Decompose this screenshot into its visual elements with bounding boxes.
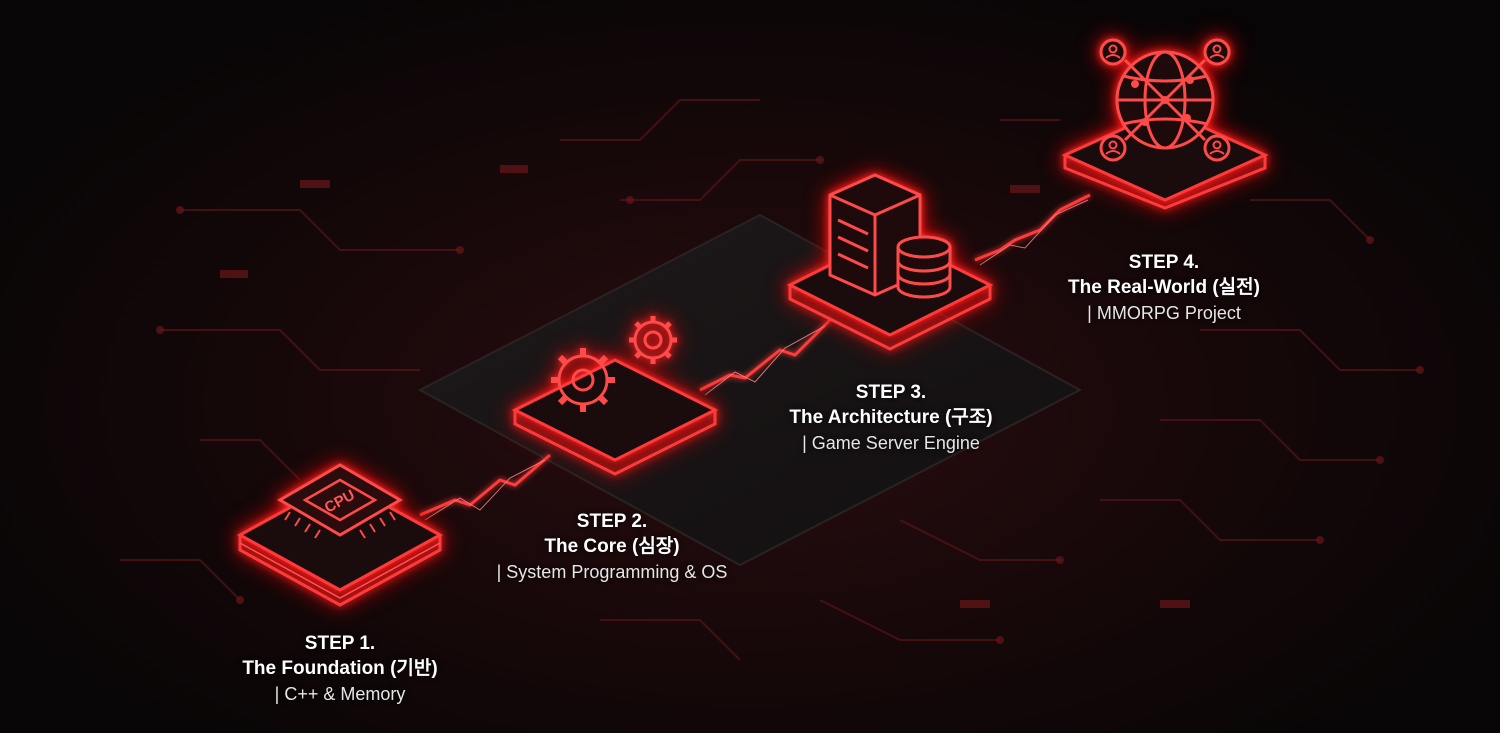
step-2-title: The Core (심장): [544, 536, 680, 557]
step-2-subtitle: | System Programming & OS: [496, 562, 728, 582]
step-2-label: STEP 2. The Core (심장) | System Programmi…: [497, 509, 728, 585]
step-1-label: STEP 1. The Foundation (기반) | C++ & Memo…: [242, 631, 437, 707]
step-3-label: STEP 3. The Architecture (구조) | Game Ser…: [789, 380, 992, 456]
gears-icon: [551, 316, 677, 412]
step-3-number: STEP 3.: [855, 382, 927, 403]
step-2-number: STEP 2.: [576, 511, 648, 532]
energy-connectors: [419, 193, 1091, 517]
step-1-title: The Foundation (기반): [242, 658, 438, 679]
globe-network-icon: [1099, 38, 1231, 162]
step-2-platform: [511, 358, 719, 462]
step-4-label: STEP 4. The Real-World (실전) | MMORPG Pro…: [1068, 250, 1260, 326]
step-4-title: The Real-World (실전): [1068, 277, 1260, 298]
connector-3-4: [974, 193, 1091, 262]
step-3-title: The Architecture (구조): [789, 407, 993, 428]
step-1-subtitle: | C++ & Memory: [274, 684, 406, 704]
connector-2-3: [699, 318, 832, 392]
step-3-node: [786, 173, 994, 351]
step-2-node: [511, 316, 719, 476]
step-1-node: CPU: [236, 463, 444, 607]
step-4-node: [1061, 38, 1269, 210]
step-4-number: STEP 4.: [1128, 252, 1200, 273]
step-1-number: STEP 1.: [304, 633, 376, 654]
step-4-subtitle: | MMORPG Project: [1087, 303, 1241, 323]
circuit-pads: [156, 156, 1424, 644]
step-3-subtitle: | Game Server Engine: [802, 433, 980, 453]
circuit-traces: [120, 99, 1420, 661]
cpu-chip-icon: CPU: [277, 463, 403, 539]
connector-1-2: [419, 453, 551, 517]
database-icon: [896, 235, 952, 299]
